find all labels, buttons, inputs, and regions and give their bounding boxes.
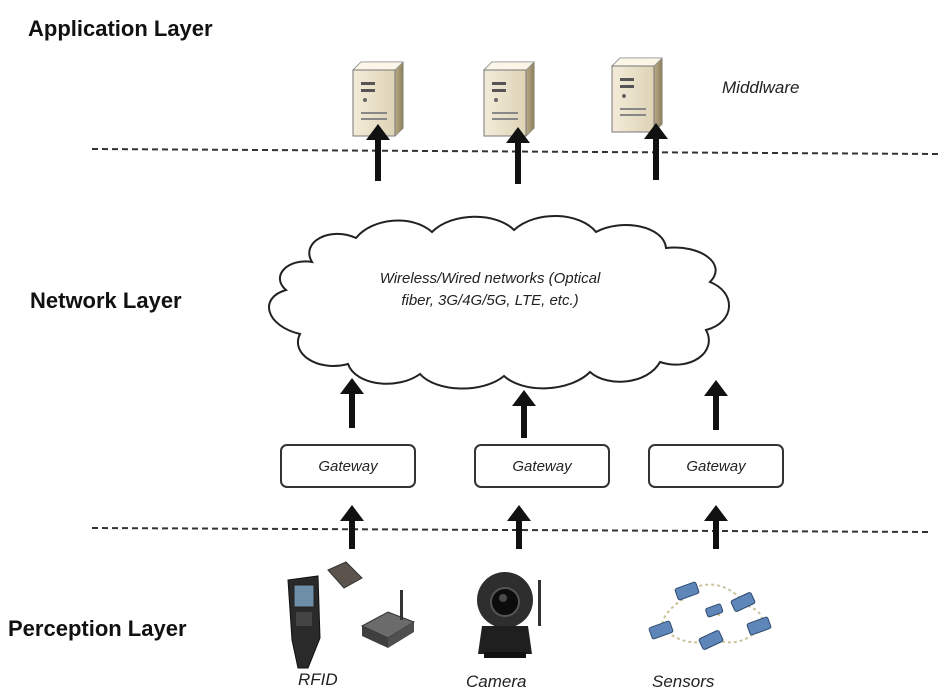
arrow-up-icon — [704, 380, 728, 430]
gateway-box-1: Gateway — [280, 444, 416, 488]
rfid-reader-icon — [287, 561, 416, 669]
sensor-network-icon — [648, 581, 772, 650]
cloud-text-line-2: fiber, 3G/4G/5G, LTE, etc.) — [401, 292, 579, 309]
cloud-text-line-1: Wireless/Wired networks (Optical — [379, 270, 601, 287]
server-icon — [483, 61, 535, 137]
application-layer-title: Application Layer — [28, 16, 213, 41]
arrow-up-icon — [340, 505, 364, 549]
arrow-up-icon — [507, 505, 531, 549]
arrow-up-icon — [506, 127, 530, 184]
arrow-up-icon — [512, 390, 536, 438]
perception-layer-title: Perception Layer — [8, 616, 187, 641]
camera-label: Camera — [466, 672, 527, 691]
sensors-label: Sensors — [652, 672, 715, 691]
cloud-network-label: Wireless/Wired networks (Optical fiber, … — [340, 268, 640, 312]
arrow-up-icon — [704, 505, 728, 549]
arrow-up-icon — [366, 124, 390, 181]
gateway-box-2: Gateway — [474, 444, 610, 488]
arrow-up-icon — [644, 123, 668, 180]
server-icon — [611, 57, 663, 133]
camera-icon — [477, 572, 541, 658]
gateway-box-3: Gateway — [648, 444, 784, 488]
network-layer-title: Network Layer — [30, 288, 182, 313]
server-icon — [352, 61, 404, 137]
cloud-icon — [268, 215, 730, 390]
rfid-label: RFID — [298, 670, 338, 689]
perception-separator-line — [91, 527, 931, 533]
arrow-up-icon — [340, 378, 364, 428]
middleware-label: Middlware — [722, 78, 800, 97]
